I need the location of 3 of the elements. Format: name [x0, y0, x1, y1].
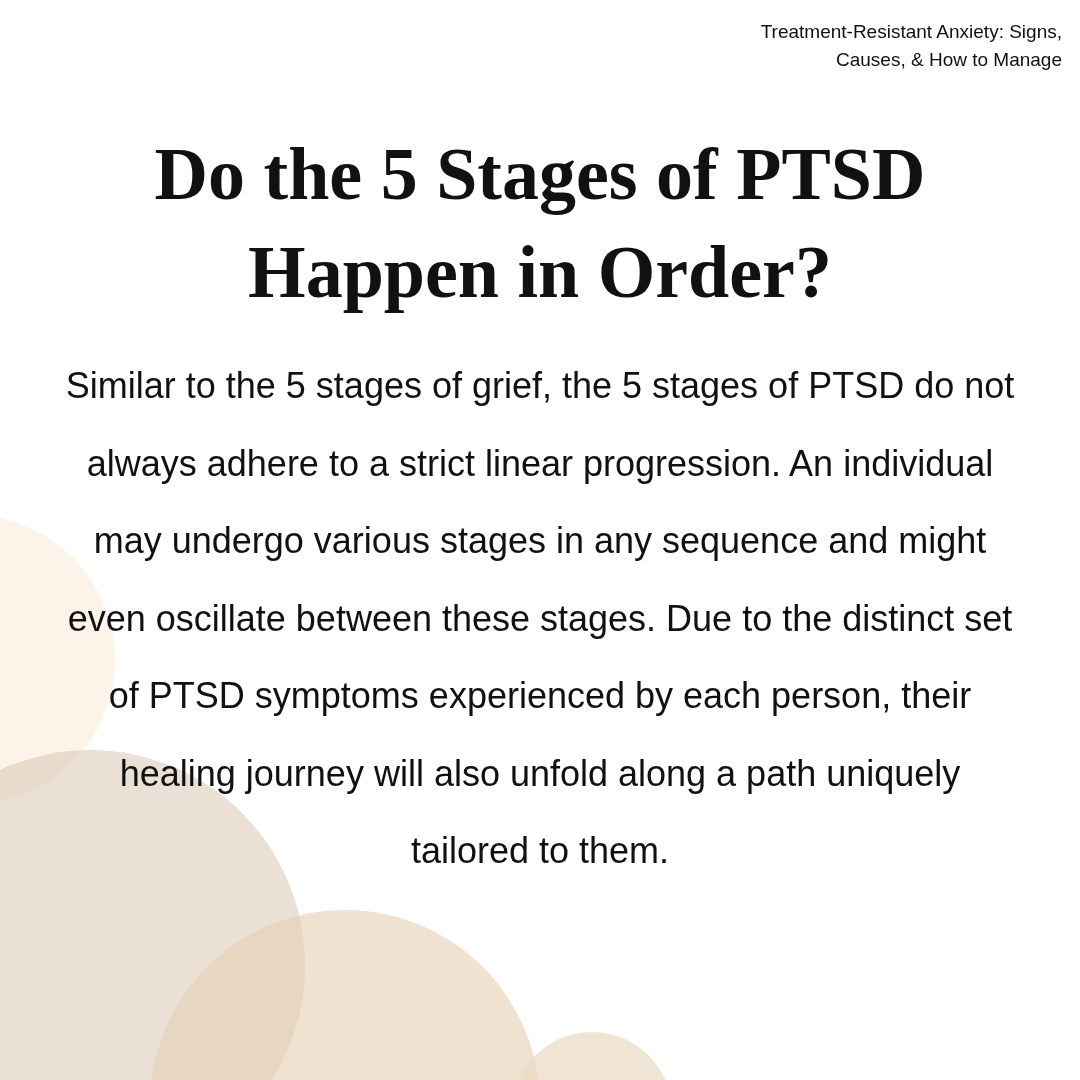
title: Do the 5 Stages of PTSD Happen in Order? — [153, 132, 927, 315]
source-article-title: Treatment-Resistant Anxiety: Signs, Causes, & How to Manage — [759, 20, 1062, 72]
body-paragraph: Similar to the 5 stages of grief, the 5 stages of PTSD do not always adhere to a strict linear progression. An individual may undergo various stages in any sequence and might even oscillate between these stages. Due to the distinct set of PTSD symptoms experienced by each person, their healing journey will also unfold along a path uniquely tailored to them. — [64, 364, 1016, 873]
